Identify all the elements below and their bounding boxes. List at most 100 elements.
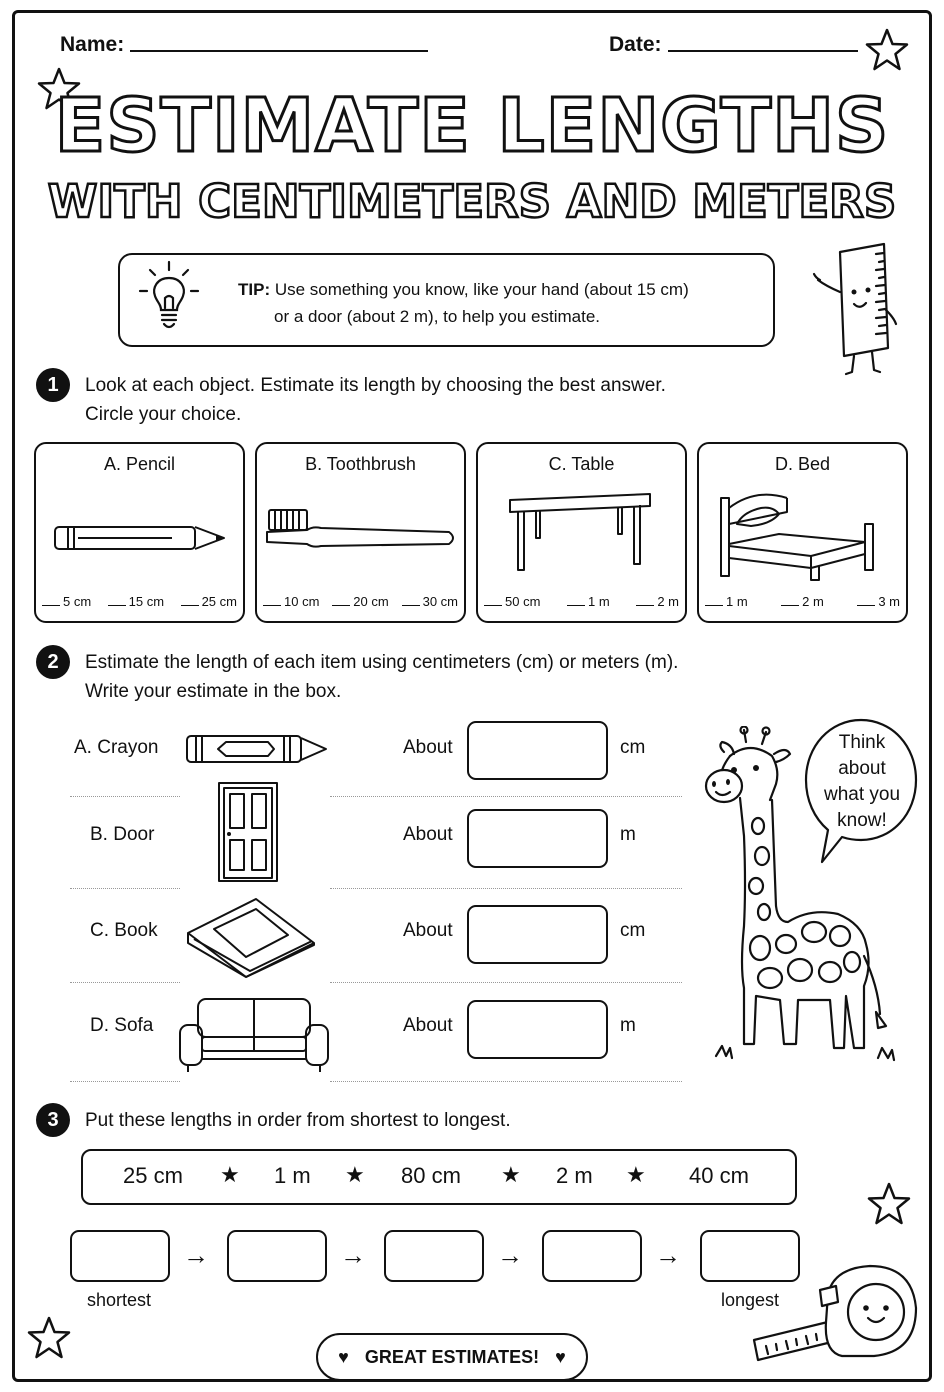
estimate-box-crayon[interactable]	[467, 721, 608, 780]
tip-line-2: or a door (about 2 m), to help you estim…	[274, 307, 601, 326]
bubble-line: Think	[838, 732, 886, 753]
arrow-right-icon: →	[183, 1240, 209, 1270]
sofa-icon	[179, 998, 329, 1072]
divider	[70, 796, 180, 797]
lightbulb-icon	[138, 260, 200, 329]
bubble-text: Think about what you know!	[812, 730, 912, 834]
divider	[330, 796, 682, 797]
star-outline-icon	[867, 1182, 911, 1225]
option-1[interactable]: 15 cm	[107, 594, 164, 609]
star-outline-icon	[865, 28, 909, 71]
divider	[70, 982, 180, 983]
star-separator: ★	[626, 1162, 646, 1187]
option-2[interactable]: 30 cm	[401, 594, 458, 609]
name-field[interactable]	[130, 50, 428, 52]
card-title: B. Toothbrush	[305, 454, 416, 474]
tip-box	[118, 253, 775, 347]
card-options: 10 cm 20 cm 30 cm	[263, 594, 458, 609]
option-0[interactable]: 50 cm	[484, 594, 540, 609]
about-label: About	[403, 920, 453, 941]
unit-crayon: cm	[620, 737, 646, 758]
about-label: About	[403, 1015, 453, 1036]
q2-line-1: Estimate the length of each item using c…	[85, 652, 679, 673]
length-item: 25 cm	[123, 1163, 183, 1188]
option-2[interactable]: 25 cm	[180, 594, 237, 609]
name-label: Name:	[60, 33, 125, 56]
bubble-line: know!	[837, 810, 887, 831]
great-estimates-banner: ♥ GREAT ESTIMATES! ♥	[316, 1333, 588, 1381]
divider	[330, 1081, 682, 1082]
door-icon	[218, 782, 278, 882]
tip-text: TIP: Use something you know, like your h…	[238, 276, 689, 330]
estimate-box-book[interactable]	[467, 905, 608, 964]
tip-line-1: Use something you know, like your hand (…	[274, 280, 689, 299]
card-title: A. Pencil	[103, 454, 176, 474]
q1-line-1: Look at each object. Estimate its length…	[85, 375, 666, 396]
option-0[interactable]: 1 m	[705, 594, 748, 609]
unit-book: cm	[620, 920, 646, 941]
card-options: 5 cm 15 cm 25 cm	[42, 594, 237, 609]
card-title: D. Bed	[774, 454, 831, 474]
option-1[interactable]: 2 m	[781, 594, 824, 609]
q2-instructions: Estimate the length of each item using c…	[85, 648, 678, 706]
order-slot-1[interactable]	[70, 1230, 170, 1282]
length-item: 80 cm	[401, 1163, 461, 1188]
option-0[interactable]: 5 cm	[42, 594, 91, 609]
order-slot-3[interactable]	[384, 1230, 484, 1282]
q1-instructions: Look at each object. Estimate its length…	[85, 371, 666, 429]
star-separator: ★	[501, 1162, 521, 1187]
length-item: 40 cm	[689, 1163, 749, 1188]
estimate-box-sofa[interactable]	[467, 1000, 608, 1059]
card-table: C. Table 50 cm 1 m 2 m	[476, 442, 687, 623]
option-1[interactable]: 1 m	[567, 594, 610, 609]
unit-door: m	[620, 824, 636, 845]
ruler-mascot-icon	[812, 242, 898, 376]
arrow-right-icon: →	[340, 1240, 366, 1270]
card-bed: D. Bed 1 m 2 m 3 m	[697, 442, 908, 623]
longest-label: longest	[721, 1290, 780, 1310]
divider	[70, 1081, 180, 1082]
star-outline-icon	[27, 1316, 71, 1359]
toothbrush-icon	[266, 509, 454, 548]
order-slot-4[interactable]	[542, 1230, 642, 1282]
card-pencil: A. Pencil 5 cm 15 cm 25 cm	[34, 442, 245, 623]
divider	[330, 888, 682, 889]
tip-label: TIP:	[238, 280, 271, 299]
divider	[70, 888, 180, 889]
estimate-box-door[interactable]	[467, 809, 608, 868]
tape-measure-icon	[752, 1264, 918, 1362]
q2-line-2: Write your estimate in the box.	[85, 681, 342, 702]
q1-line-2: Circle your choice.	[85, 404, 242, 425]
banner-text: GREAT ESTIMATES!	[364, 1346, 540, 1367]
item-label-sofa: D. Sofa	[90, 1015, 154, 1036]
option-1[interactable]: 20 cm	[332, 594, 389, 609]
length-item: 2 m	[556, 1163, 593, 1188]
item-label-door: B. Door	[90, 824, 155, 845]
star-separator: ★	[220, 1162, 240, 1187]
option-0[interactable]: 10 cm	[263, 594, 319, 609]
giraffe-icon	[704, 726, 896, 1062]
heart-icon: ♥	[555, 1346, 566, 1367]
card-options: 50 cm 1 m 2 m	[484, 594, 679, 609]
option-2[interactable]: 3 m	[857, 594, 900, 609]
divider	[330, 982, 682, 983]
date-field[interactable]	[668, 50, 858, 52]
length-item: 1 m	[274, 1163, 311, 1188]
item-label-book: C. Book	[90, 920, 158, 941]
date-label: Date:	[609, 33, 662, 56]
bubble-line: about	[838, 758, 886, 779]
heart-icon: ♥	[338, 1346, 349, 1367]
order-slot-5[interactable]	[700, 1230, 800, 1282]
about-label: About	[403, 824, 453, 845]
about-label: About	[403, 737, 453, 758]
card-toothbrush: B. Toothbrush 10 cm 20 cm 30 cm	[255, 442, 466, 623]
q3-line-1: Put these lengths in order from shortest…	[85, 1110, 511, 1131]
card-options: 1 m 2 m 3 m	[705, 594, 900, 609]
item-label-crayon: A. Crayon	[74, 737, 159, 758]
order-slot-2[interactable]	[227, 1230, 327, 1282]
shortest-label: shortest	[87, 1290, 152, 1310]
arrow-right-icon: →	[655, 1240, 681, 1270]
book-icon	[187, 898, 315, 978]
option-2[interactable]: 2 m	[636, 594, 679, 609]
